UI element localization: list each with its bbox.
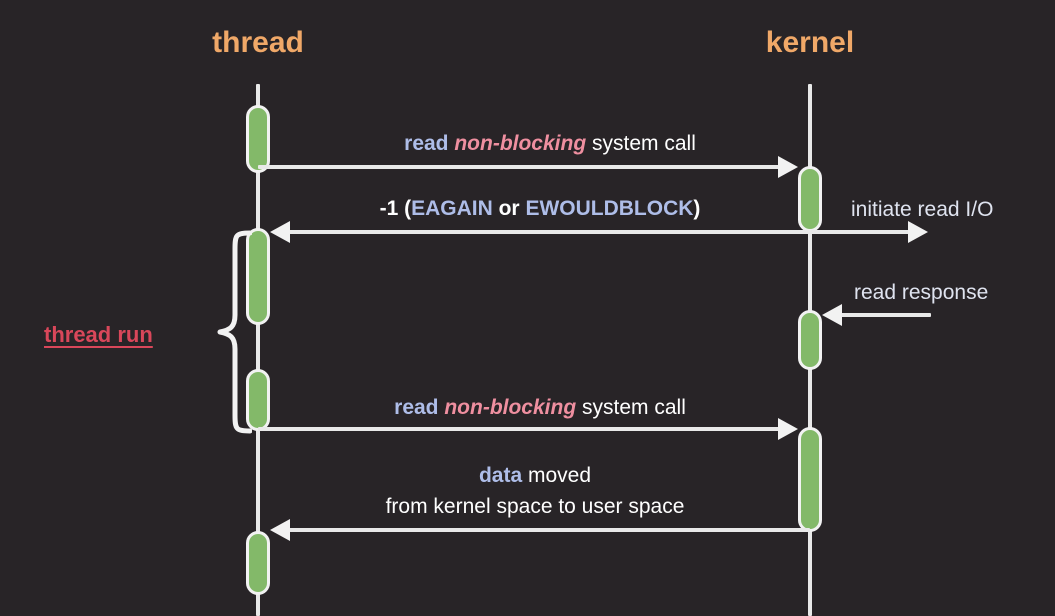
activation-thread-2 bbox=[246, 228, 270, 325]
arrowhead-left-read-response bbox=[822, 304, 842, 326]
participant-label-kernel: kernel bbox=[765, 26, 855, 59]
brace-icon bbox=[217, 230, 252, 434]
activation-thread-4 bbox=[246, 531, 270, 595]
token-ewouldblock: EWOULDBLOCK bbox=[525, 197, 694, 220]
token-or: or bbox=[492, 197, 526, 220]
arrowhead-right-read-1 bbox=[778, 156, 798, 178]
participant-label-thread: thread bbox=[212, 26, 304, 59]
message-label-data-moved-line1: data moved bbox=[386, 460, 685, 491]
message-line-eagain bbox=[274, 230, 810, 234]
arrowhead-left-data-moved bbox=[270, 519, 290, 541]
message-line-data-moved bbox=[274, 528, 810, 532]
annotation-thread-run: thread run bbox=[44, 322, 153, 347]
token-read: read bbox=[404, 132, 455, 155]
activation-kernel-1 bbox=[798, 166, 822, 232]
token-read-2: read bbox=[394, 396, 445, 419]
message-label-eagain: -1 (EAGAIN or EWOULDBLOCK) bbox=[380, 193, 701, 224]
arrowhead-left-eagain bbox=[270, 221, 290, 243]
token-minus-one: -1 ( bbox=[379, 197, 412, 220]
message-label-read-1: read non-blocking system call bbox=[404, 128, 696, 159]
message-label-data-moved-line2: from kernel space to user space bbox=[385, 495, 685, 518]
activation-kernel-2 bbox=[798, 310, 822, 370]
lifeline-thread bbox=[256, 84, 260, 616]
message-label-initiate-io: initiate read I/O bbox=[851, 194, 993, 225]
message-line-initiate-io bbox=[810, 230, 913, 234]
message-line-read-2 bbox=[258, 427, 794, 431]
token-non-blocking: non-blocking bbox=[454, 132, 587, 155]
token-read-response: read response bbox=[854, 281, 989, 304]
message-label-data-moved: data moved from kernel space to user spa… bbox=[386, 460, 685, 522]
message-label-read-response: read response bbox=[854, 277, 988, 308]
token-moved: moved bbox=[522, 464, 592, 487]
activation-kernel-3 bbox=[798, 427, 822, 532]
activation-thread-1 bbox=[246, 105, 270, 173]
message-line-read-1 bbox=[258, 165, 794, 169]
brace-thread-run bbox=[206, 229, 252, 435]
token-close-paren: ) bbox=[693, 197, 701, 220]
message-label-read-2: read non-blocking system call bbox=[394, 392, 686, 423]
arrowhead-right-initiate-io bbox=[908, 221, 928, 243]
arrowhead-right-read-2 bbox=[778, 418, 798, 440]
token-initiate-read-io: initiate read I/O bbox=[851, 198, 994, 221]
message-line-read-response bbox=[840, 313, 931, 317]
token-system-call-2: system call bbox=[576, 396, 686, 419]
token-data: data bbox=[478, 464, 523, 487]
token-eagain: EAGAIN bbox=[411, 197, 493, 220]
token-non-blocking-2: non-blocking bbox=[444, 396, 577, 419]
token-system-call: system call bbox=[586, 132, 696, 155]
